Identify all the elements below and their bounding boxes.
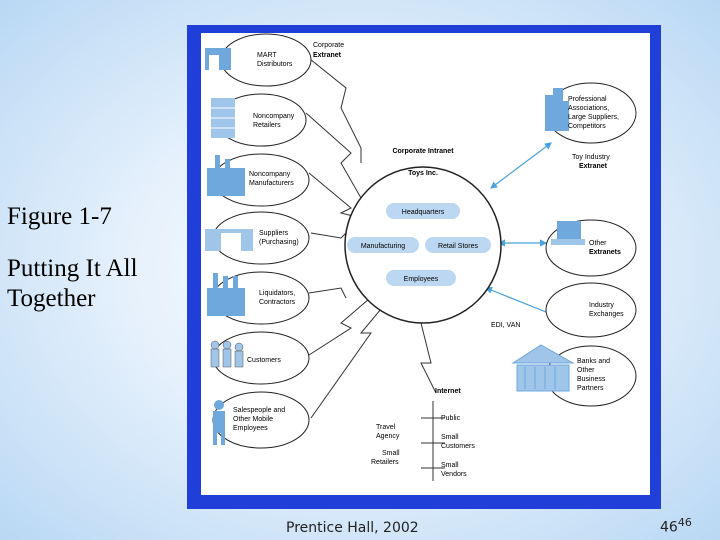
slide-title-line1: Figure 1-7 (7, 203, 112, 230)
right-node-label: Other (589, 240, 607, 247)
left-node-label: Salespeople and (233, 407, 285, 414)
right-node-label: Partners (577, 385, 604, 392)
slide-title-line2: Putting It All Together (7, 255, 138, 312)
right-node-label: Other (577, 367, 595, 374)
left-node-label: Suppliers (259, 230, 289, 237)
toy-extranet-label-2: Extranet (579, 163, 608, 170)
left-node-label: Customers (247, 357, 281, 364)
bank-icon (511, 344, 575, 392)
right-node-label: Extranets (589, 249, 621, 256)
left-node-label: MART (257, 52, 277, 59)
internet-right-item: Public (441, 415, 461, 422)
company-name: Toys Inc. (408, 170, 438, 177)
right-node-label: Professional (568, 96, 607, 103)
page-number-main: 46 (660, 520, 678, 536)
city-icon (545, 88, 569, 131)
internet-right-item: Vendors (441, 471, 467, 478)
footer-source: Prentice Hall, 2002 (286, 520, 419, 536)
internet-tree (421, 401, 445, 481)
internet-left-item: Agency (376, 433, 400, 440)
right-node-label: Industry (589, 302, 614, 309)
unit-retail-stores: Retail Stores (438, 243, 479, 250)
center-pills (347, 203, 491, 286)
right-node-label: Associations, (568, 105, 609, 112)
page-number: 4646 (660, 516, 692, 536)
warehouse-icon (205, 48, 231, 70)
internet-label: Internet (435, 388, 461, 395)
corporate-extranet-label-1: Corporate (313, 42, 344, 49)
unit-headquarters: Headquarters (402, 209, 445, 216)
internet-right-item: Small (441, 434, 459, 441)
page-number-sup: 46 (677, 516, 692, 530)
computer-icon (551, 221, 585, 245)
right-node-label: Banks and (577, 358, 610, 365)
network-diagram: Corporate Intranet Toys Inc. Headquarter… (205, 33, 637, 481)
truck-dock-icon (205, 229, 253, 251)
unit-manufacturing: Manufacturing (361, 243, 405, 250)
right-node-label: Exchanges (589, 311, 624, 318)
left-node-label: (Purchasing) (259, 239, 299, 246)
person-icon (213, 400, 225, 445)
left-node-label: Noncompany (253, 113, 295, 120)
right-node-label: Large Suppliers, (568, 114, 619, 121)
edi-van-label: EDI, VAN (491, 322, 520, 329)
internet-right-item: Small (441, 462, 459, 469)
factory-icon (207, 155, 245, 196)
left-node-label: Other Mobile (233, 416, 273, 423)
left-node-label: Distributors (257, 61, 293, 68)
toy-extranet-label-1: Toy Industry (572, 154, 610, 161)
unit-employees: Employees (404, 276, 439, 283)
building-icon (211, 98, 235, 138)
left-node-label: Contractors (259, 299, 296, 306)
people-icon (210, 340, 244, 368)
factory-icon (207, 273, 245, 316)
right-node-label: Competitors (568, 123, 606, 130)
internet-left-item: Travel (376, 424, 396, 431)
left-node-label: Employees (233, 425, 268, 432)
right-node-label: Business (577, 376, 606, 383)
left-node-label: Manufacturers (249, 180, 294, 187)
left-node-label: Liquidators, (259, 290, 295, 297)
internet-left-item: Small (382, 450, 400, 457)
figure-panel: Corporate Intranet Toys Inc. Headquarter… (201, 33, 650, 495)
left-node-label: Noncompany (249, 171, 291, 178)
internet-right-item: Customers (441, 443, 475, 450)
corporate-intranet-circle (344, 166, 502, 324)
left-node-ellipses (212, 33, 312, 449)
left-connectors (304, 54, 437, 419)
left-node-label: Retailers (253, 122, 281, 129)
internet-left-item: Retailers (371, 459, 399, 466)
corporate-extranet-label-2: Extranet (313, 52, 342, 59)
intranet-label: Corporate Intranet (392, 148, 454, 155)
